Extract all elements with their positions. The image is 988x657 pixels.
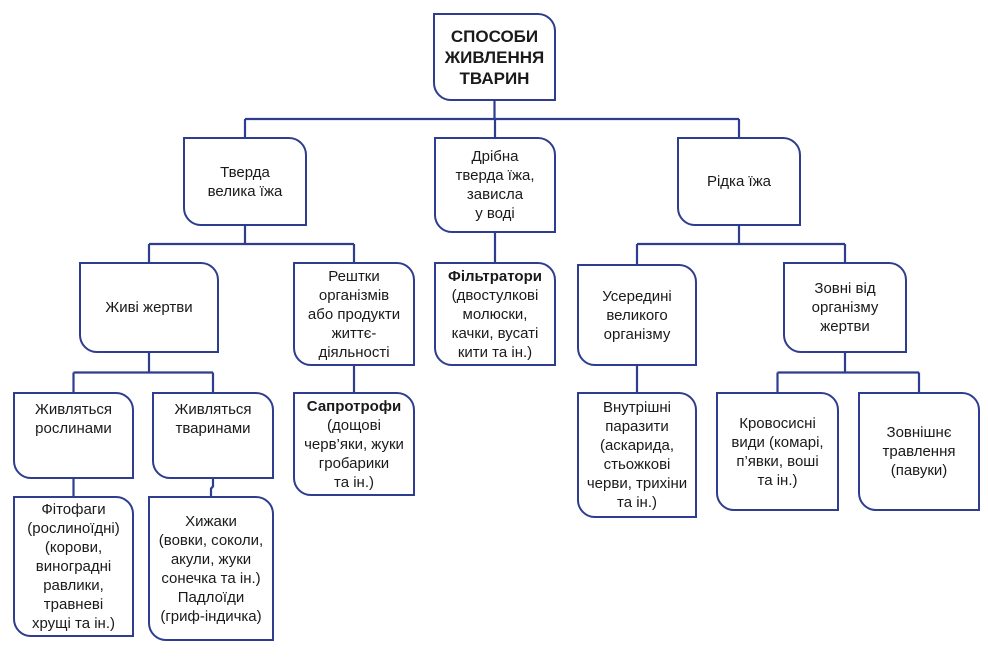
node-text-line: (корови,: [44, 539, 103, 556]
node-eat-plants: Живляться рослинами: [13, 392, 134, 479]
node-text-line: ЖИВЛЕННЯ: [444, 47, 545, 67]
node-text-line: організму: [811, 299, 879, 316]
node-text-line: молюски,: [462, 305, 528, 323]
node-text-line: акули, жуки: [170, 550, 252, 568]
node-text-line: травлення: [882, 443, 956, 460]
node-text-line: ТВАРИН: [459, 68, 530, 88]
node-text-line: (дощові: [327, 416, 381, 434]
node-text-line: Зовнішнє: [886, 424, 952, 441]
node-text-line: Дрібна: [471, 148, 519, 165]
node-text-line: Зовні від: [814, 280, 876, 297]
node-text-line: та ін.): [757, 471, 798, 489]
node-text-line: тваринами: [175, 420, 251, 437]
node-text-line: травневі: [43, 596, 104, 613]
node-text-line: Тверда: [220, 163, 270, 181]
node-small-suspended-food: Дрібна тверда їжа, зависла у воді: [434, 137, 556, 233]
node-text-line: організму: [603, 325, 671, 343]
node-text-line: (аскарида,: [599, 437, 675, 454]
node-text-line: (рослиноїдні): [27, 520, 120, 537]
node-text-line: Живляться: [174, 401, 252, 418]
node-text-line: у воді: [475, 205, 515, 222]
node-text-line: велика їжа: [207, 182, 283, 200]
node-bold-title: Фільтратори: [448, 267, 542, 285]
node-text-line: Фітофаги: [41, 501, 106, 518]
node-text-line: види (комарі,: [731, 433, 824, 451]
node-outside-victim: Зовні від організму жертви: [783, 262, 907, 353]
node-text-line: рослинами: [35, 420, 112, 437]
node-text-line: зависла: [466, 186, 524, 203]
node-text-line: життє-: [331, 324, 377, 342]
node-text-line: (павуки): [890, 462, 948, 479]
node-text-line: качки, вусаті: [451, 324, 539, 342]
node-text-line: Живляться: [34, 401, 113, 418]
node-text-line: (двостулкові: [451, 286, 539, 304]
node-text-line: СПОСОБИ: [450, 26, 539, 46]
node-text-line: черв’яки, жуки: [304, 435, 404, 453]
node-text-line: равлики,: [43, 577, 104, 594]
node-text-line: Рештки: [328, 267, 380, 285]
node-phytophages: Фітофаги (рослиноїдні) (корови, виноградні р…: [13, 496, 134, 637]
node-text-line: та ін.): [334, 473, 374, 491]
node-text-line: паразити: [605, 418, 669, 435]
node-text-line: Усередині: [602, 287, 672, 305]
node-text-line: Внутрішні: [603, 399, 671, 416]
node-eat-animals: Живляться тваринами: [152, 392, 274, 479]
node-live-prey: Живі жертви: [79, 262, 219, 353]
node-text-line: діяльності: [318, 343, 390, 361]
node-liquid-food: Рідка їжа: [677, 137, 801, 226]
node-text-line: черви, трихіни: [586, 475, 688, 492]
node-text-line: сонечка та ін.): [161, 569, 261, 587]
node-text-line: (вовки, соколи,: [158, 531, 264, 549]
node-text-line: кити та ін.): [457, 343, 533, 361]
node-text-line: п’явки, воші: [736, 452, 819, 470]
node-text-line: Падлоїди: [177, 588, 245, 606]
node-text-line: виноградні: [35, 558, 112, 575]
node-text-line: та ін.): [617, 494, 657, 511]
node-text-line: великого: [606, 306, 668, 324]
node-internal-parasites: Внутрішні паразити (аскарида, стьожкові черв…: [577, 392, 697, 518]
node-text-line: стьожкові: [603, 456, 671, 473]
node-text-line: хрущі та ін.): [31, 615, 115, 632]
node-external-digestion: Зовнішнє травлення (павуки): [858, 392, 980, 511]
node-text-line: жертви: [820, 318, 870, 335]
node-text-line: гробарики: [318, 454, 390, 472]
node-text-line: Рідка їжа: [706, 173, 772, 190]
node-text-line: (гриф-індичка): [160, 607, 262, 625]
node-text-line: або продукти: [307, 305, 401, 323]
node-text-line: тверда їжа,: [455, 167, 535, 184]
node-text-line: організмів: [318, 286, 390, 304]
node-text-line: Живі жертви: [105, 299, 193, 316]
node-text-line: Кровосисні: [739, 414, 816, 432]
node-text-line: Хижаки: [185, 512, 237, 530]
node-bold-title: Сапротрофи: [306, 397, 402, 415]
